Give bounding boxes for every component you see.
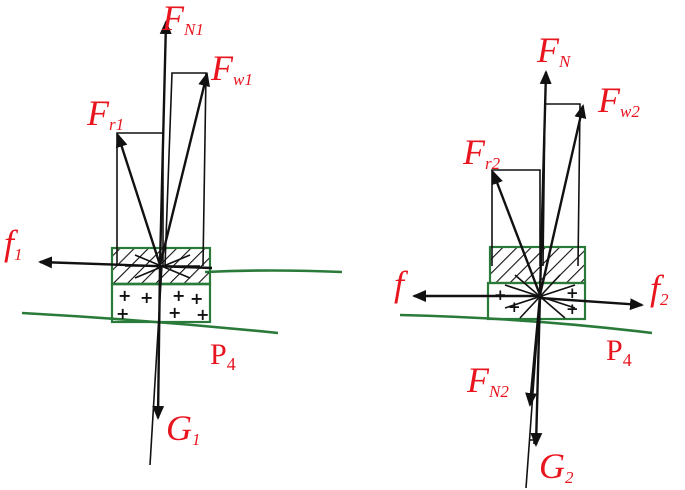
right-ground-curve-lower [399, 313, 653, 335]
left-friction-arrow [38, 256, 213, 270]
left-radial-force-label: Fr1 [86, 93, 124, 134]
right-block-hatched [490, 247, 585, 283]
right-gravity-label: G2 [539, 446, 574, 487]
right-resultant-force-arrow [538, 104, 587, 296]
svg-text:+: + [566, 300, 579, 318]
svg-text:+: + [118, 286, 131, 305]
right-normal-force-2-label: FN2 [466, 360, 509, 401]
right-radial-force-arrow [491, 170, 542, 296]
svg-text:+: + [168, 303, 181, 322]
right-center-star [504, 274, 576, 319]
right-normal-force-arrow [538, 70, 552, 296]
left-block-plus-signs: ++++ +++ [116, 286, 209, 324]
right-gravity-frame [530, 439, 535, 444]
left-friction-label: f1 [4, 223, 23, 264]
left-gravity-frame [155, 411, 159, 416]
left-center-star [125, 254, 200, 279]
left-normal-component-frame [164, 72, 207, 267]
right-resultant-force-label: Fw2 [597, 80, 640, 121]
right-friction-left-label: f [394, 264, 409, 304]
svg-text:+: + [190, 289, 203, 308]
left-resultant-force-label: Fw1 [210, 48, 253, 89]
right-normal-force-label: FN [536, 30, 572, 71]
left-normal-force-label: FN1 [161, 0, 204, 39]
left-gravity-label: G1 [166, 408, 201, 449]
right-friction-right-label: f2 [650, 268, 669, 309]
right-axis-line [525, 295, 541, 489]
left-normal-force-arrow [158, 20, 172, 266]
svg-text:+: + [508, 298, 521, 316]
left-axis-line [149, 264, 163, 466]
left-gravity-arrow [152, 264, 165, 420]
left-radial-component-frame [116, 132, 164, 266]
right-gravity-arrow [530, 295, 543, 447]
left-ground-curve-upper [204, 269, 343, 274]
left-radial-force-arrow [115, 133, 162, 266]
svg-text:+: + [140, 288, 153, 307]
svg-text:+: + [116, 304, 129, 323]
left-point-label: P4 [210, 338, 236, 374]
right-point-label: P4 [606, 334, 632, 370]
right-radial-component-frame [491, 169, 541, 266]
svg-text:+: + [196, 305, 209, 324]
svg-text:+: + [566, 284, 579, 302]
left-diagram: ++++ +++ FN1 Fw1 Fr1 f1 P4 G1 [4, 0, 343, 466]
right-normal-component-frame [542, 103, 581, 267]
right-radial-force-label: Fr2 [462, 132, 501, 173]
right-friction-right-arrow [539, 296, 644, 311]
svg-text:+: + [172, 286, 185, 305]
right-diagram: ++ ++ FN Fw2 Fr2 f f2 FN2 P4 G2 [394, 30, 669, 489]
left-resultant-force-arrow [158, 72, 210, 266]
